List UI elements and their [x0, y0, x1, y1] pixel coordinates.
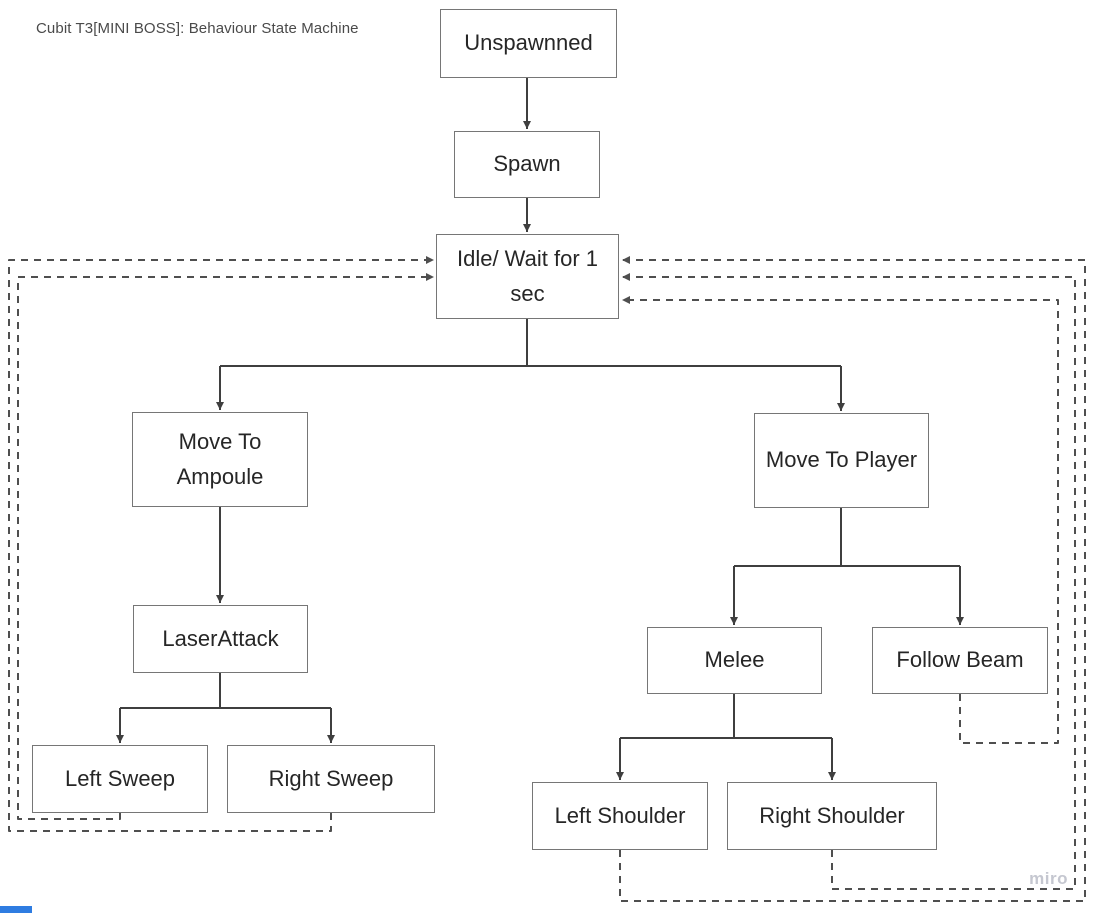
state-label: Left Shoulder [554, 802, 686, 828]
loop-right-sweep-idle [8, 256, 434, 832]
blue-edge-strip [0, 906, 32, 913]
state-label: Unspawnned [464, 30, 593, 56]
state-node-spawn[interactable]: Spawn [454, 131, 600, 198]
state-label: Idle/ Wait for 1 sec [456, 246, 598, 306]
state-label: Move To Ampoule [176, 429, 264, 489]
state-label: LaserAttack [162, 625, 279, 651]
state-node-right-shoulder[interactable]: Right Shoulder [727, 782, 937, 850]
state-label: Melee [704, 647, 765, 673]
state-node-laser-attack[interactable]: LaserAttack [133, 605, 308, 673]
state-label: Move To Player [765, 447, 918, 473]
state-node-left-sweep[interactable]: Left Sweep [32, 745, 208, 813]
miro-watermark: miro [1029, 869, 1068, 888]
state-node-move-to-ampoule[interactable]: Move To Ampoule [132, 412, 308, 507]
state-node-right-sweep[interactable]: Right Sweep [227, 745, 435, 813]
board-title: Cubit T3[MINI BOSS]: Behaviour State Mac… [36, 20, 359, 37]
state-node-unspawned[interactable]: Unspawnned [440, 9, 617, 78]
state-node-move-to-player[interactable]: Move To Player [754, 413, 929, 508]
state-label: Right Sweep [268, 765, 394, 791]
state-label: Follow Beam [896, 647, 1024, 673]
state-label: Right Shoulder [759, 802, 905, 828]
state-node-idle-wait[interactable]: Idle/ Wait for 1 sec [436, 234, 619, 319]
loop-right-shoulder-idle [622, 273, 1076, 890]
state-label: Spawn [493, 151, 561, 177]
state-node-left-shoulder[interactable]: Left Shoulder [532, 782, 708, 850]
state-node-melee[interactable]: Melee [647, 627, 822, 694]
loop-left-sweep-idle [17, 273, 434, 820]
state-node-follow-beam[interactable]: Follow Beam [872, 627, 1048, 694]
state-label: Left Sweep [64, 765, 176, 791]
loop-follow-beam-idle [622, 296, 1059, 744]
